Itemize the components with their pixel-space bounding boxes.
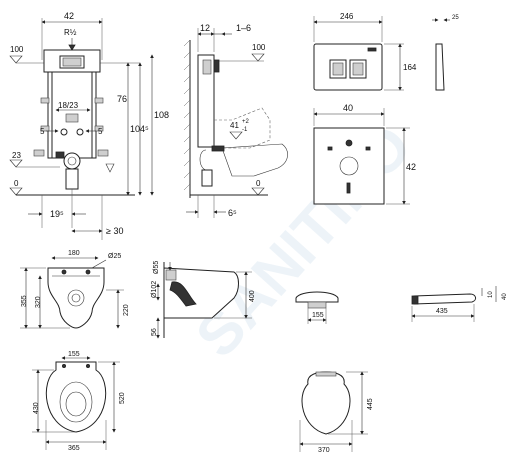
bowl-side-dim-102: Ø102 <box>151 281 158 298</box>
side-left-label: 5 <box>40 127 45 136</box>
bowl-side-length-400: 400 <box>249 290 256 302</box>
bowl-side-dim-65: Ø55 <box>153 261 160 274</box>
seat-rear-width: 155 <box>312 312 324 319</box>
seat-height: 41 <box>230 121 239 130</box>
side-right-label: 5 <box>98 127 103 136</box>
pad-width: 40 <box>343 103 353 113</box>
flush-height: 164 <box>403 63 417 72</box>
bowl-top-view: 155 430 520 365 <box>32 351 126 452</box>
height-104-label: 104⁵ <box>130 124 149 134</box>
bowl-top-width-155: 155 <box>68 351 80 358</box>
seat-rear-view: 155 <box>295 291 339 324</box>
flush-plate-view: 246 164 25 <box>313 12 459 91</box>
bowl-top-length-430: 430 <box>33 402 40 414</box>
floor-0-label: 0 <box>14 179 19 188</box>
bowl-side-dim-56: 56 <box>151 328 158 336</box>
seat-tol-minus: -1 <box>242 127 248 133</box>
frame-width-label: 42 <box>64 11 74 21</box>
seat-side-dim-40: 40 <box>502 293 508 300</box>
side-depth-range: 1–6 <box>236 23 251 33</box>
side-flush-height: 100 <box>252 43 266 52</box>
bowl-height-355: 355 <box>21 295 28 307</box>
side-floor-0: 0 <box>256 179 261 188</box>
seat-top-width: 370 <box>318 447 330 454</box>
bowl-hole-dia: Ø25 <box>108 253 121 260</box>
min-30-label: ≥ 30 <box>106 226 123 236</box>
sound-pad-view: 40 42 <box>313 103 416 205</box>
bowl-front-view: 180 Ø25 355 320 220 <box>20 250 130 329</box>
height-76-label: 76 <box>117 94 127 104</box>
frame-side-view: 12 1–6 100 41 +2 -1 0 6⁵ <box>183 23 288 218</box>
bracket-spacing-label: 18/23 <box>58 101 79 110</box>
side-depth-12: 12 <box>200 23 210 33</box>
seat-top-view: 445 370 <box>299 371 374 454</box>
bowl-side-view: Ø55 Ø102 400 56 <box>151 261 256 339</box>
bowl-height-220: 220 <box>123 304 130 316</box>
flush-width: 246 <box>340 12 354 21</box>
seat-side-dim-10: 10 <box>488 291 494 298</box>
seat-top-length: 445 <box>367 398 374 410</box>
height-108-label: 108 <box>154 110 169 120</box>
bowl-width-180: 180 <box>68 250 80 257</box>
pipe-label: R½ <box>64 28 77 37</box>
frame-front-view: 42 R½ 100 18/23 5 5 23 <box>9 11 169 240</box>
seat-side-length: 435 <box>436 308 448 315</box>
seat-tol-plus: +2 <box>242 119 250 125</box>
flush-thickness: 25 <box>452 15 459 21</box>
bowl-height-320: 320 <box>35 296 42 308</box>
side-offset-6: 6⁵ <box>228 208 237 218</box>
offset-19-label: 19⁵ <box>50 209 64 219</box>
pad-height: 42 <box>406 162 416 172</box>
floor-23-label: 23 <box>12 151 21 160</box>
frame-flush-height: 100 <box>10 45 24 54</box>
bowl-top-length-520: 520 <box>119 392 126 404</box>
bowl-top-width-365: 365 <box>68 445 80 452</box>
seat-side-view: 10 40 435 <box>411 286 508 322</box>
